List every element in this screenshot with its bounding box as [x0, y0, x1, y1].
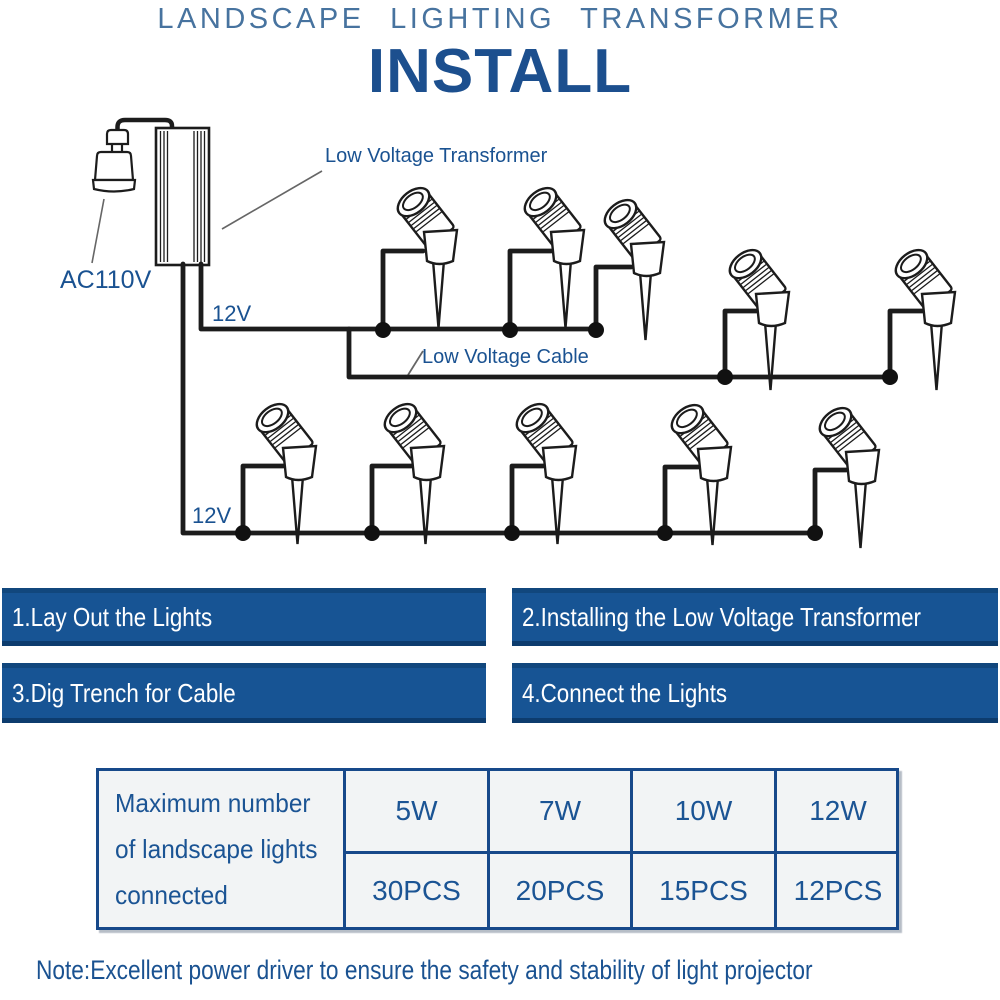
label-low-voltage-transformer: Low Voltage Transformer	[325, 145, 548, 167]
wattage-header-cell: 12W	[774, 771, 899, 851]
light-drop	[507, 248, 554, 333]
socket-icon	[91, 150, 137, 193]
spotlight-icon	[396, 181, 459, 330]
cable-mid-run	[346, 326, 893, 380]
step-3-banner: 3.Dig Trench for Cable	[2, 663, 486, 723]
label-12v-top: 12V	[212, 301, 252, 326]
step-2-label: 2.Installing the Low Voltage Transformer	[522, 601, 921, 632]
transformer-label-leader-line	[221, 170, 323, 230]
row-header-line3: connected	[115, 880, 228, 910]
step-1-banner: 1.Lay Out the Lights	[2, 588, 486, 646]
capacity-table: Maximum number of landscape lights conne…	[96, 768, 899, 930]
spotlight-icon	[383, 397, 446, 546]
spotlight-icon	[515, 397, 578, 546]
power-cord	[115, 117, 175, 133]
label-low-voltage-cable: Low Voltage Cable	[422, 346, 589, 368]
cable-bottom-run	[180, 261, 818, 536]
spotlight-icon	[728, 243, 791, 392]
spotlight-icon	[670, 398, 733, 547]
step-4-label: 4.Connect the Lights	[522, 677, 728, 708]
table-row-header: Maximum number of landscape lights conne…	[99, 771, 343, 927]
label-ac110v: AC110V	[60, 266, 152, 294]
max-lights-cell: 15PCS	[630, 851, 774, 927]
cable-label-leader-line	[407, 350, 424, 376]
wattage-header-cell: 5W	[343, 771, 487, 851]
light-drop	[887, 308, 925, 380]
step-4-banner: 4.Connect the Lights	[512, 663, 998, 723]
spotlight-icon	[818, 401, 881, 550]
max-lights-cell: 12PCS	[774, 851, 899, 927]
spotlight-icon	[894, 243, 957, 392]
light-drop	[593, 264, 634, 333]
light-drop	[509, 463, 546, 536]
light-drop	[369, 463, 414, 536]
page-title: LANDSCAPE LIGHTING TRANSFORMER	[157, 3, 843, 35]
transformer-icon	[154, 126, 211, 267]
low-voltage-cables	[180, 248, 925, 536]
ac-label-leader-line	[91, 198, 105, 264]
cable-top-run	[198, 261, 599, 332]
light-drop	[240, 463, 286, 536]
wattage-header-cell: 10W	[630, 771, 774, 851]
light-drop	[812, 467, 849, 536]
label-12v-bottom: 12V	[192, 503, 232, 528]
spotlight-icons	[255, 181, 957, 550]
light-drop	[722, 308, 759, 380]
step-1-label: 1.Lay Out the Lights	[12, 601, 213, 632]
spotlight-icon	[255, 397, 318, 546]
power-plug-icon	[105, 128, 130, 151]
row-header-line2: of landscape lights	[115, 834, 318, 864]
spotlight-icon	[523, 181, 586, 330]
light-drop	[662, 464, 701, 536]
wattage-header-cell: 7W	[487, 771, 630, 851]
row-header-line1: Maximum number	[115, 788, 311, 818]
step-3-label: 3.Dig Trench for Cable	[12, 677, 236, 708]
max-lights-cell: 30PCS	[343, 851, 487, 927]
max-lights-cell: 20PCS	[487, 851, 630, 927]
cable-junction-dots	[235, 322, 898, 541]
footer-note: Note:Excellent power driver to ensure th…	[36, 955, 813, 985]
page-subtitle: INSTALL	[367, 37, 633, 106]
step-2-banner: 2.Installing the Low Voltage Transformer	[512, 588, 998, 646]
light-drop	[380, 248, 426, 333]
